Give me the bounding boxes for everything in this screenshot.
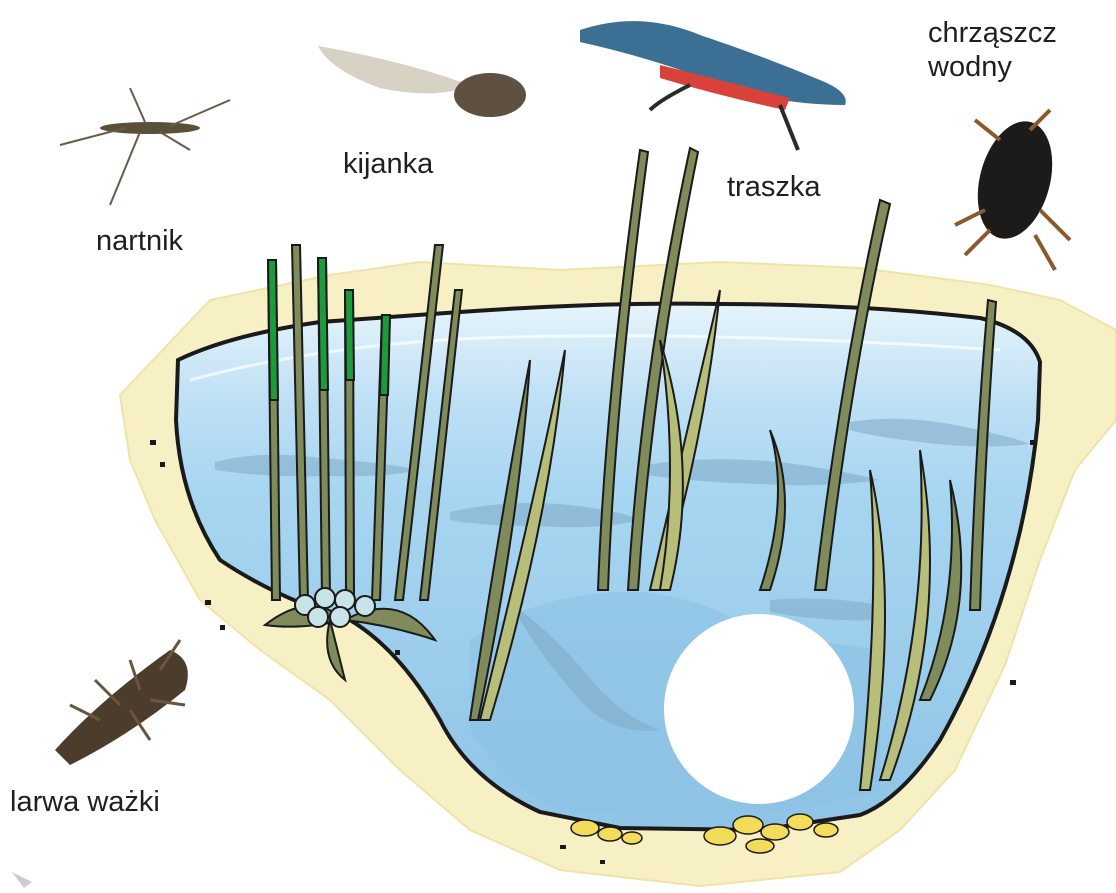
- label-larwa-wazki: larwa ważki: [10, 785, 160, 819]
- label-traszka: traszka: [727, 170, 820, 204]
- label-nartnik: nartnik: [96, 224, 183, 258]
- dragonfly-larva-icon: [55, 640, 188, 765]
- water-strider-icon: [60, 88, 230, 205]
- label-kijanka: kijanka: [343, 147, 433, 181]
- corner-arrow-icon: [12, 872, 32, 888]
- label-chrzaszcz-wodny: chrząszcz wodny: [928, 16, 1057, 84]
- water-beetle-icon: [955, 110, 1070, 270]
- newt-icon: [580, 21, 846, 150]
- blank-marker: [664, 614, 854, 804]
- tadpole-icon: [318, 46, 526, 117]
- label-chrzaszcz-line2: wodny: [928, 50, 1057, 84]
- label-chrzaszcz-line1: chrząszcz: [928, 16, 1057, 50]
